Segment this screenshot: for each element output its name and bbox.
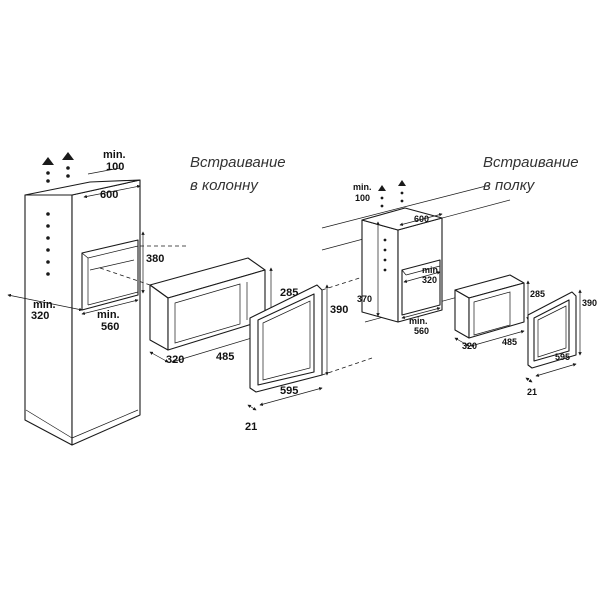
oven-depth-dim-line [149, 351, 169, 363]
min-top-value: 100 [355, 193, 370, 203]
niche-height-value: 380 [146, 253, 164, 265]
column-cabinet [24, 179, 141, 446]
min-width-value: 560 [414, 326, 429, 336]
column-oven-body [149, 257, 266, 351]
frame-thickness-dim-line [525, 377, 533, 383]
vent-arrow-icon [398, 180, 406, 186]
min-depth-dim-line [403, 271, 441, 283]
min-depth-label: min. [33, 299, 56, 311]
min-depth-dim-line [7, 293, 83, 312]
vent-arrow-icon [378, 185, 386, 191]
width-top-dim-line [399, 213, 443, 226]
vent-arrows [42, 152, 74, 276]
oven-depth-dim-line [454, 337, 470, 347]
shelf-oven-body [454, 274, 525, 339]
column-frame [249, 284, 323, 393]
oven-width-dim-line [470, 330, 525, 347]
shelf-height-value: 370 [357, 294, 372, 304]
shelf-frame [527, 291, 577, 369]
min-depth-value: 320 [31, 310, 49, 322]
frame-width-dim-line [535, 363, 577, 377]
min-top-dim-line [87, 167, 121, 175]
min-width-dim-line [401, 307, 441, 319]
column-caption-line1: Встраивание [190, 154, 286, 171]
min-width-label: min. [97, 309, 120, 321]
shelf-plane-top [321, 184, 491, 229]
min-depth-label: min. [422, 265, 441, 275]
frame-height-value: 390 [582, 298, 597, 308]
oven-width-value: 485 [502, 337, 517, 347]
min-width-value: 560 [101, 321, 119, 333]
oven-width-value: 485 [216, 351, 234, 363]
frame-width-dim-line [259, 387, 323, 406]
vent-arrow-icon [62, 152, 74, 160]
frame-thickness-value: 21 [527, 387, 537, 397]
oven-depth-value: 320 [462, 341, 477, 351]
oven-depth-value: 320 [166, 354, 184, 366]
min-top-label: min. [103, 149, 126, 161]
width-top-value: 600 [414, 214, 429, 224]
frame-height-value: 390 [330, 304, 348, 316]
min-top-value: 100 [106, 161, 124, 173]
column-caption-line2: в колонну [190, 177, 259, 194]
frame-width-value: 595 [555, 352, 570, 362]
oven-height-value: 285 [280, 287, 298, 299]
shelf-vent-arrows [378, 180, 406, 272]
width-top-value: 600 [100, 189, 118, 201]
width-top-dim-line [83, 184, 141, 199]
min-depth-value: 320 [422, 275, 437, 285]
shelf-caption-line1: Встраивание [483, 154, 579, 171]
frame-width-value: 595 [280, 385, 298, 397]
column-installation: min. 100 600 380 min. 320 min. 560 285 3… [7, 149, 373, 446]
frame-thickness-dim-line [247, 404, 257, 411]
vent-arrow-icon [42, 157, 54, 165]
oven-height-value: 285 [530, 289, 545, 299]
frame-thickness-value: 21 [245, 421, 257, 433]
min-width-dim-line [81, 299, 139, 315]
shelf-installation: min. 100 600 min. 320 370 min. 560 285 3… [321, 154, 597, 397]
min-top-label: min. [353, 182, 372, 192]
min-width-label: min. [409, 316, 428, 326]
shelf-caption-line2: в полку [483, 177, 536, 194]
